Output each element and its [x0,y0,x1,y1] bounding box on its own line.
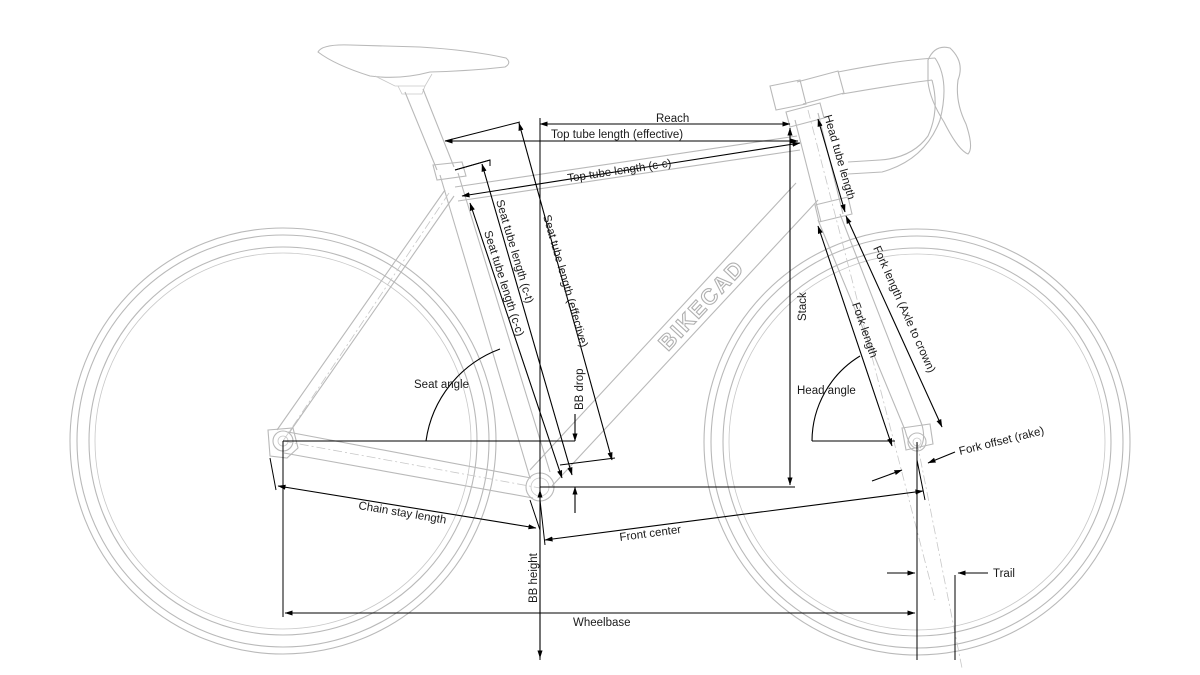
fork-offset-dimension [927,451,956,464]
seatpost [404,88,455,171]
stem [769,79,807,111]
label-seat-tube-effective: Seat tube length (effective) [540,214,589,349]
head-tube-length-dimension [817,118,846,213]
brand-logo: BIKECAD [653,255,749,356]
seat-tube [439,172,551,479]
seat-stay [276,189,455,434]
label-fork-length-axle-crown: Fork length (Axle to crown) [870,244,937,375]
label-wheelbase: Wheelbase [573,617,631,629]
saddle [317,44,510,78]
label-stack: Stack [797,292,809,321]
seat-angle-arc [425,348,501,442]
label-bb-drop: BB drop [574,368,586,410]
label-fork-length: Fork length [849,301,879,359]
fork-length-dimension [817,225,893,447]
seat-tube-effective-dimension [518,122,613,461]
label-seat-angle: Seat angle [414,379,469,391]
label-reach: Reach [656,113,689,125]
brake-lever [927,46,972,155]
label-head-angle: Head angle [797,385,856,397]
label-bb-height: BB height [528,552,540,603]
label-top-tube-cc: Top tube length (c-c) [567,158,673,185]
front-center-dimension [544,489,924,542]
label-trail: Trail [993,568,1015,580]
chain-stay-length-dimension [277,484,537,530]
label-head-tube-length: Head tube length [821,114,857,202]
handlebar [837,57,945,175]
dimension-labels: Reach Top tube length (effective) Top tu… [358,113,1046,629]
label-fork-offset: Fork offset (rake) [958,425,1046,458]
dimension-lines [269,118,988,660]
head-angle-arc [811,355,861,442]
label-top-tube-effective: Top tube length (effective) [551,129,683,141]
label-front-center: Front center [619,524,682,544]
label-chain-stay-length: Chain stay length [358,500,448,527]
